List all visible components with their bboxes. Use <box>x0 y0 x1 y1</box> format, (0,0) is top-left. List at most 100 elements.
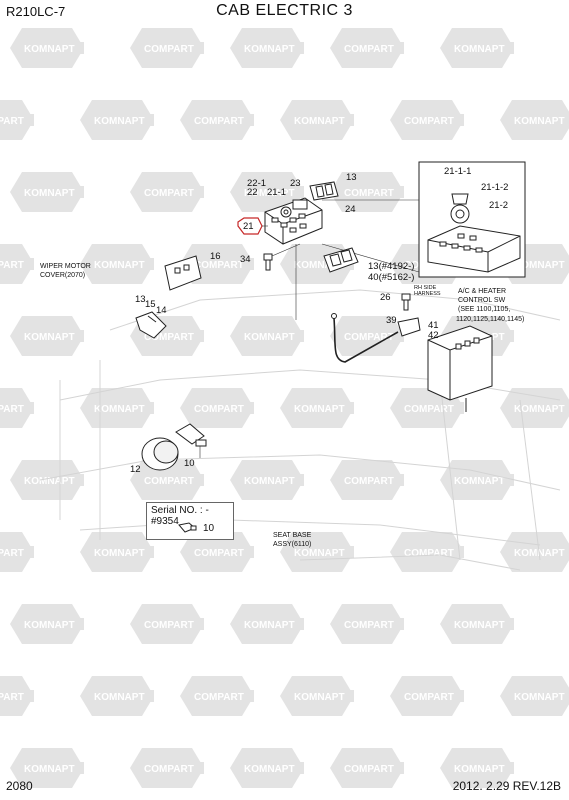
watermark-tile: KOMNAPT <box>500 532 569 572</box>
watermark-tile: COMPART <box>0 244 34 284</box>
watermark-tile: KOMNAPT <box>80 244 154 284</box>
watermark-text: COMPART <box>344 188 394 199</box>
watermark-tile: KOMNAPT <box>230 316 304 356</box>
label-21-2: 21-2 <box>489 200 508 211</box>
watermark-text: KOMNAPT <box>514 116 565 127</box>
label-41: 41 <box>428 320 439 331</box>
watermark-tile: KOMNAPT <box>500 388 569 428</box>
watermark-text: KOMNAPT <box>514 692 565 703</box>
watermark-tile: KOMNAPT <box>440 28 514 68</box>
switch-13-40 <box>323 247 359 273</box>
serial-part-number: 10 <box>203 523 215 534</box>
watermark-text: KOMNAPT <box>244 44 295 55</box>
watermark-text: COMPART <box>404 548 454 559</box>
bolt-34 <box>263 253 273 271</box>
watermark-text: KOMNAPT <box>24 332 75 343</box>
switch-23-13 <box>309 181 339 201</box>
watermark-tile: COMPART <box>130 460 204 500</box>
panel-detail <box>418 161 526 278</box>
label-21-1-2: 21-1-2 <box>481 182 508 193</box>
watermark-tile: COMPART <box>330 316 404 356</box>
watermark-tile: KOMNAPT <box>230 748 304 788</box>
label-13-top: 13 <box>346 172 357 183</box>
label-23: 23 <box>290 178 301 189</box>
watermark-tile: KOMNAPT <box>230 460 304 500</box>
watermark-text: KOMNAPT <box>454 764 505 775</box>
watermark-tile: KOMNAPT <box>80 100 154 140</box>
watermark-tile: KOMNAPT <box>230 604 304 644</box>
watermark-text: COMPART <box>0 548 24 559</box>
label-12: 12 <box>130 464 141 475</box>
ac-heater-control-switch <box>427 325 493 412</box>
watermark-text: COMPART <box>0 116 24 127</box>
page-title: CAB ELECTRIC 3 <box>216 2 353 19</box>
label-ac-heater-4: 1120,1125,1140,1145) <box>456 316 524 323</box>
watermark-tile: COMPART <box>130 748 204 788</box>
connector-icon <box>178 522 197 533</box>
watermark-text: COMPART <box>344 44 394 55</box>
switch-13-14-15 <box>135 311 167 339</box>
watermark-text: KOMNAPT <box>294 548 345 559</box>
label-39: 39 <box>386 315 397 326</box>
watermark-text: COMPART <box>194 404 244 415</box>
watermark-tile: KOMNAPT <box>80 388 154 428</box>
watermark-tile: COMPART <box>390 676 464 716</box>
watermark-text: COMPART <box>344 620 394 631</box>
watermark-tile: COMPART <box>130 28 204 68</box>
label-10: 10 <box>184 458 195 469</box>
watermark-tile: COMPART <box>0 532 34 572</box>
watermark-text: COMPART <box>404 692 454 703</box>
bracket-39 <box>397 293 421 337</box>
watermark-tile: COMPART <box>0 100 34 140</box>
watermark-text: KOMNAPT <box>514 404 565 415</box>
watermark-text: COMPART <box>404 404 454 415</box>
watermark-text: COMPART <box>144 188 194 199</box>
watermark-text: KOMNAPT <box>454 476 505 487</box>
watermark-tile: KOMNAPT <box>280 676 354 716</box>
label-16: 16 <box>210 251 221 262</box>
model-name: R210LC-7 <box>6 4 66 19</box>
label-ac-heater-1: A/C & HEATER <box>458 288 506 295</box>
watermark-tile: KOMNAPT <box>10 748 84 788</box>
switch-panel-21 <box>264 197 323 245</box>
watermark-tile: KOMNAPT <box>10 604 84 644</box>
watermark-text: KOMNAPT <box>94 116 145 127</box>
watermark-tile: COMPART <box>180 676 254 716</box>
label-ac-heater-2: CONTROL SW <box>458 297 506 304</box>
harness-cable <box>333 317 399 363</box>
watermark-text: COMPART <box>0 260 24 271</box>
watermark-tile: COMPART <box>330 28 404 68</box>
watermark-tile: COMPART <box>330 460 404 500</box>
watermark-text: COMPART <box>144 764 194 775</box>
serial-number-label: Serial NO. : -#9354 <box>151 505 209 527</box>
label-21: 21 <box>243 221 254 232</box>
watermark-text: KOMNAPT <box>24 44 75 55</box>
leader-detail-bottom <box>321 243 420 273</box>
label-13-left: 13 <box>135 294 146 305</box>
label-rh-side-1: RH SIDE <box>414 285 437 291</box>
label-wiper-motor-cover-2: COVER(2070) <box>40 272 85 279</box>
watermark-tile: COMPART <box>390 532 464 572</box>
revision-date: 2012. 2.29 REV.12B <box>452 779 561 793</box>
watermark-text: KOMNAPT <box>24 764 75 775</box>
watermark-text: KOMNAPT <box>24 188 75 199</box>
watermark-text: KOMNAPT <box>244 476 295 487</box>
label-42: 42 <box>428 330 439 341</box>
watermark-tile: COMPART <box>330 172 404 212</box>
watermark-tile: COMPART <box>330 604 404 644</box>
watermark-tile: KOMNAPT <box>10 28 84 68</box>
watermark-tile: KOMNAPT <box>230 172 304 212</box>
watermark-tile: KOMNAPT <box>10 460 84 500</box>
watermark-tile: COMPART <box>180 100 254 140</box>
watermark-text: COMPART <box>144 476 194 487</box>
watermark-text: KOMNAPT <box>454 44 505 55</box>
watermark-tile: KOMNAPT <box>280 532 354 572</box>
label-rh-side-2: HARNESS <box>414 291 441 297</box>
watermark-tile: KOMNAPT <box>440 604 514 644</box>
watermark-tile: COMPART <box>130 172 204 212</box>
watermark-tile: COMPART <box>180 388 254 428</box>
watermark-text: COMPART <box>344 332 394 343</box>
watermark-tile: KOMNAPT <box>500 100 569 140</box>
watermark-text: KOMNAPT <box>24 476 75 487</box>
